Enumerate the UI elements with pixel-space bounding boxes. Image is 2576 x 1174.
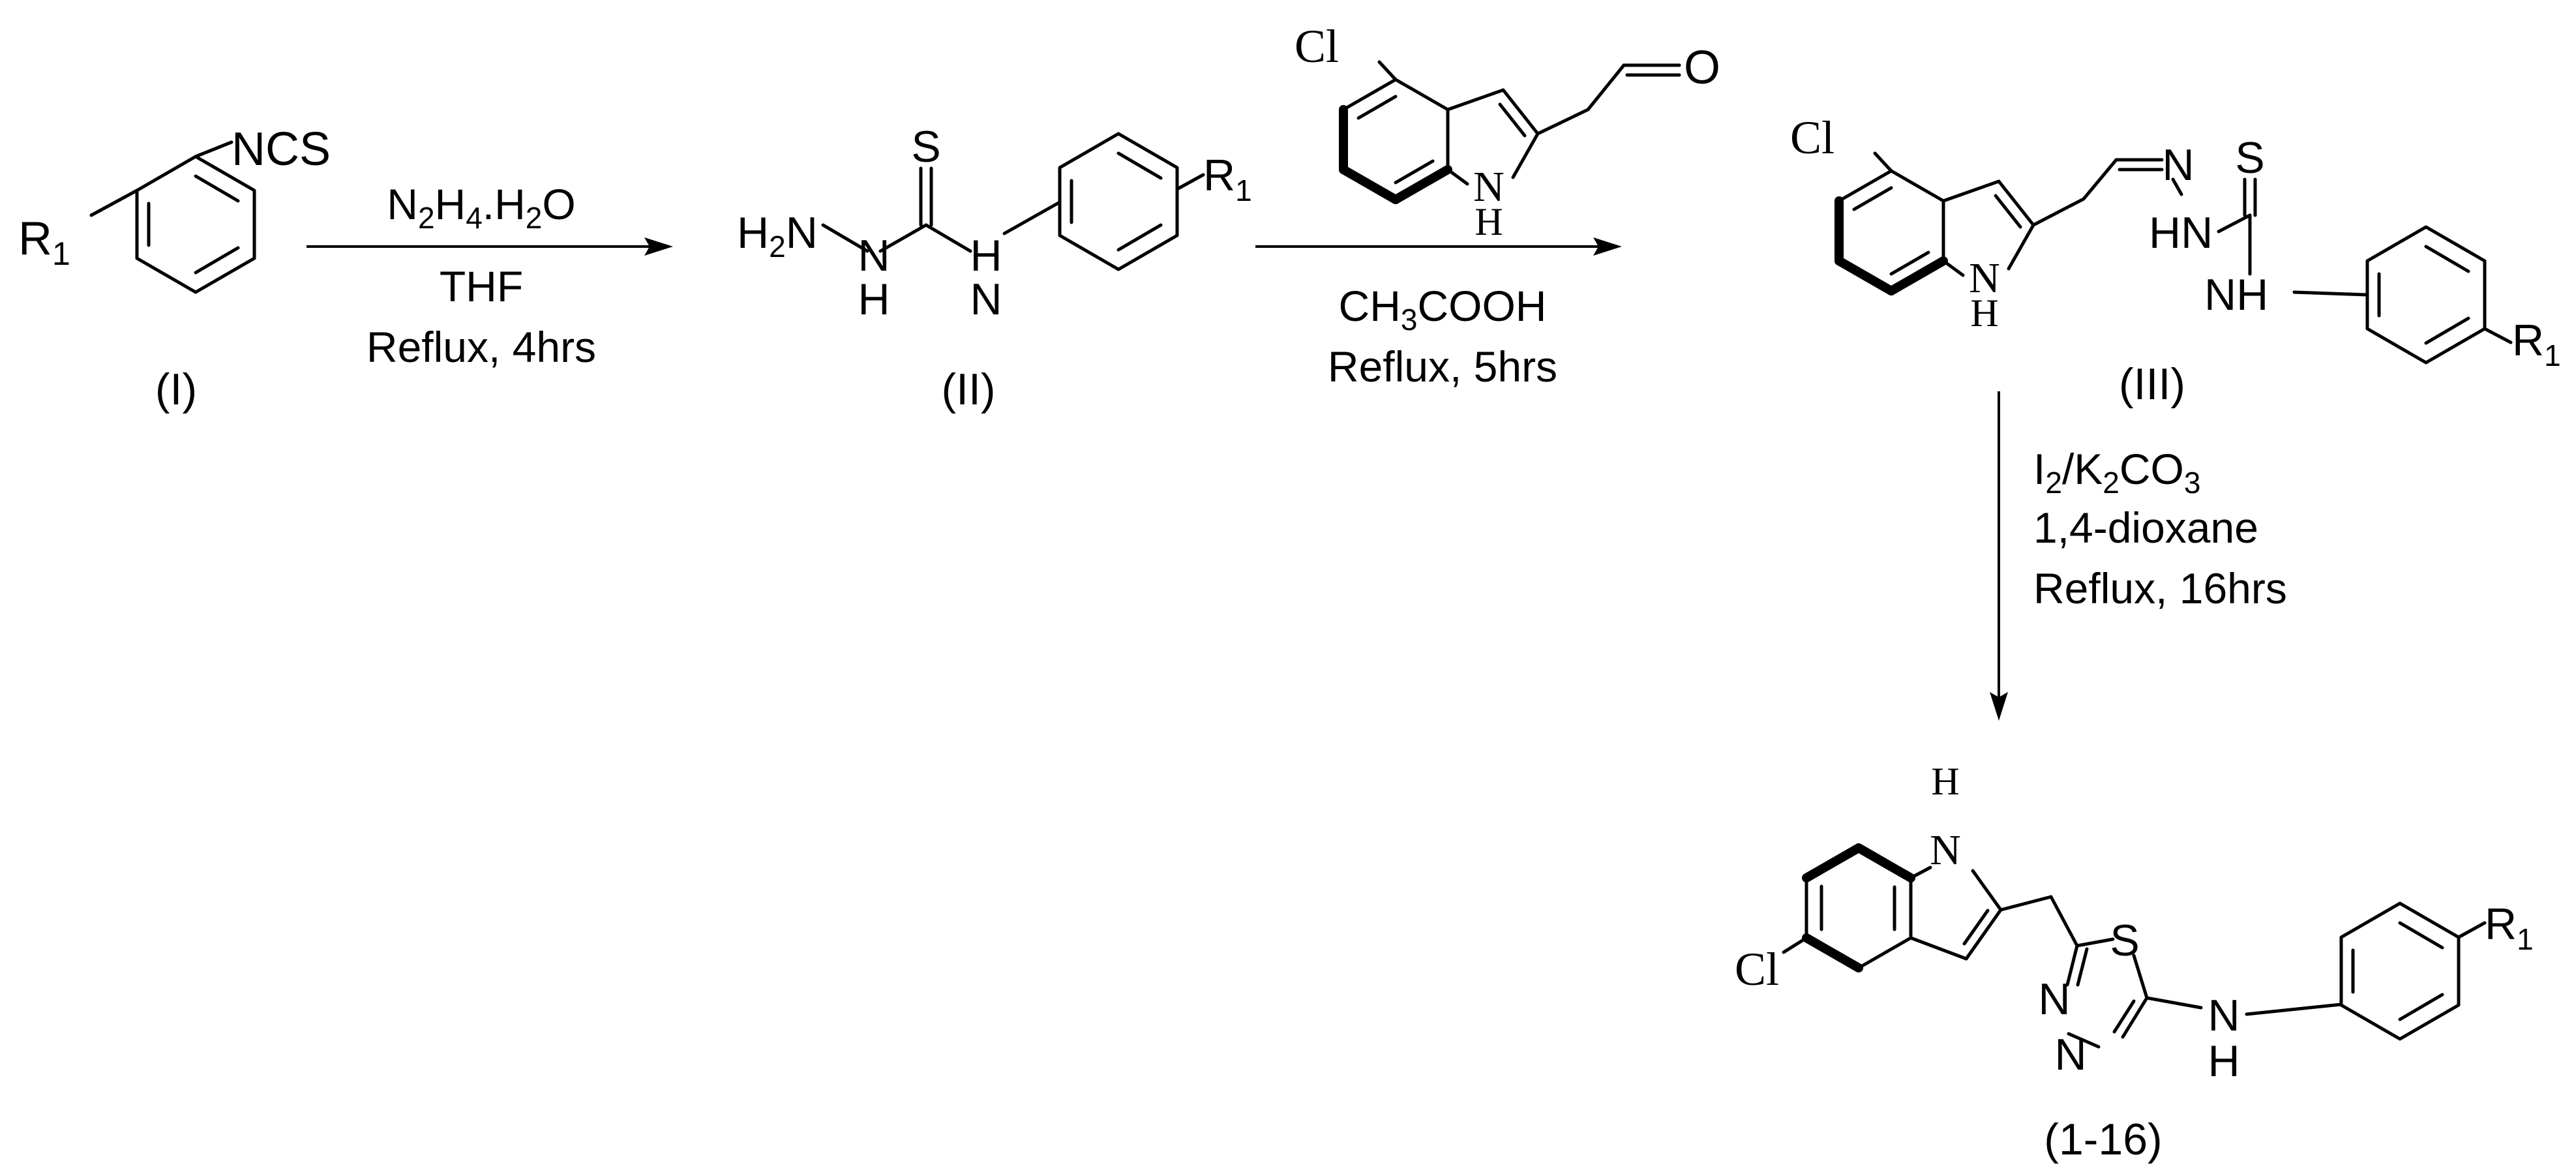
compound-ii-label: (II) xyxy=(941,365,995,414)
step-3-reagent: I2/K2CO3 xyxy=(2033,445,2200,500)
product-h-ring: H xyxy=(1931,760,1959,803)
compound-iii-thio: S xyxy=(2235,133,2264,183)
step-1-condition: Reflux, 4hrs xyxy=(367,323,596,371)
compound-i-ncs: NCS xyxy=(232,123,331,175)
compound-iii-label: (III) xyxy=(2119,359,2185,409)
product-label: (1-16) xyxy=(2044,1115,2162,1164)
product-n-amine: N xyxy=(2208,991,2239,1040)
compound-ii-h2: H xyxy=(970,231,1002,280)
aldehyde-o: O xyxy=(1684,42,1720,94)
product-s-ring: S xyxy=(2110,916,2139,965)
compound-ii: S H2N N H H N R1 (II) xyxy=(737,122,1252,414)
step-2-condition: Reflux, 5hrs xyxy=(1328,342,1557,391)
compound-iii-cl: Cl xyxy=(1790,112,1835,164)
compound-ii-n2: N xyxy=(970,275,1002,324)
compound-i: NCS R1 (I) xyxy=(18,123,331,414)
compound-i-r1: R1 xyxy=(18,213,70,272)
step-2-conditions: CH3COOH Reflux, 5hrs xyxy=(1328,282,1557,391)
product-cl: Cl xyxy=(1735,943,1779,995)
product-h-amine: H xyxy=(2208,1036,2239,1086)
step-3-conditions: I2/K2CO3 1,4-dioxane Reflux, 16hrs xyxy=(2033,445,2287,612)
compound-iii-n-imine: N xyxy=(2162,140,2194,190)
step-3-solvent: 1,4-dioxane xyxy=(2033,504,2258,552)
reaction-arrow-2 xyxy=(1255,237,1622,256)
compound-iii-hn: HN xyxy=(2149,208,2213,258)
step-3-condition: Reflux, 16hrs xyxy=(2033,564,2287,612)
indole-aldehyde-reagent: Cl O N H xyxy=(1295,20,1720,243)
compound-iii-h-ring: H xyxy=(1970,292,1998,335)
compound-iii: Cl N H N HN S NH R1 (III) xyxy=(1790,112,2561,409)
step-1-reagent: N2H4.H2O xyxy=(387,180,575,235)
compound-ii-thio: S xyxy=(911,122,940,172)
compound-ii-n1: N xyxy=(858,231,890,280)
compound-iii-nh: NH xyxy=(2204,270,2268,320)
product-n-a: N xyxy=(2038,974,2070,1024)
compound-i-label: (I) xyxy=(155,365,197,414)
step-2-reagent: CH3COOH xyxy=(1339,282,1547,337)
compound-iii-r1: R1 xyxy=(2512,316,2561,372)
compound-ii-h1: H xyxy=(858,275,890,324)
product-n-b: N xyxy=(2054,1030,2086,1079)
step-1-solvent: THF xyxy=(440,262,523,310)
reaction-arrow-3 xyxy=(1990,391,2008,721)
aldehyde-h: H xyxy=(1475,200,1503,243)
compound-iii-n-ring: N xyxy=(1969,254,2000,302)
compound-ii-r1: R1 xyxy=(1203,151,1252,207)
product-r1: R1 xyxy=(2485,899,2534,956)
compound-1-16: H N Cl S N N N H R1 (1-16) xyxy=(1735,760,2534,1164)
aldehyde-cl: Cl xyxy=(1295,20,1339,72)
reaction-arrow-1 xyxy=(307,237,673,256)
step-1-conditions: N2H4.H2O THF Reflux, 4hrs xyxy=(367,180,596,371)
compound-ii-h2n: H2N xyxy=(737,208,818,263)
aldehyde-n: N xyxy=(1473,163,1505,211)
product-n-ring: N xyxy=(1930,826,1961,874)
